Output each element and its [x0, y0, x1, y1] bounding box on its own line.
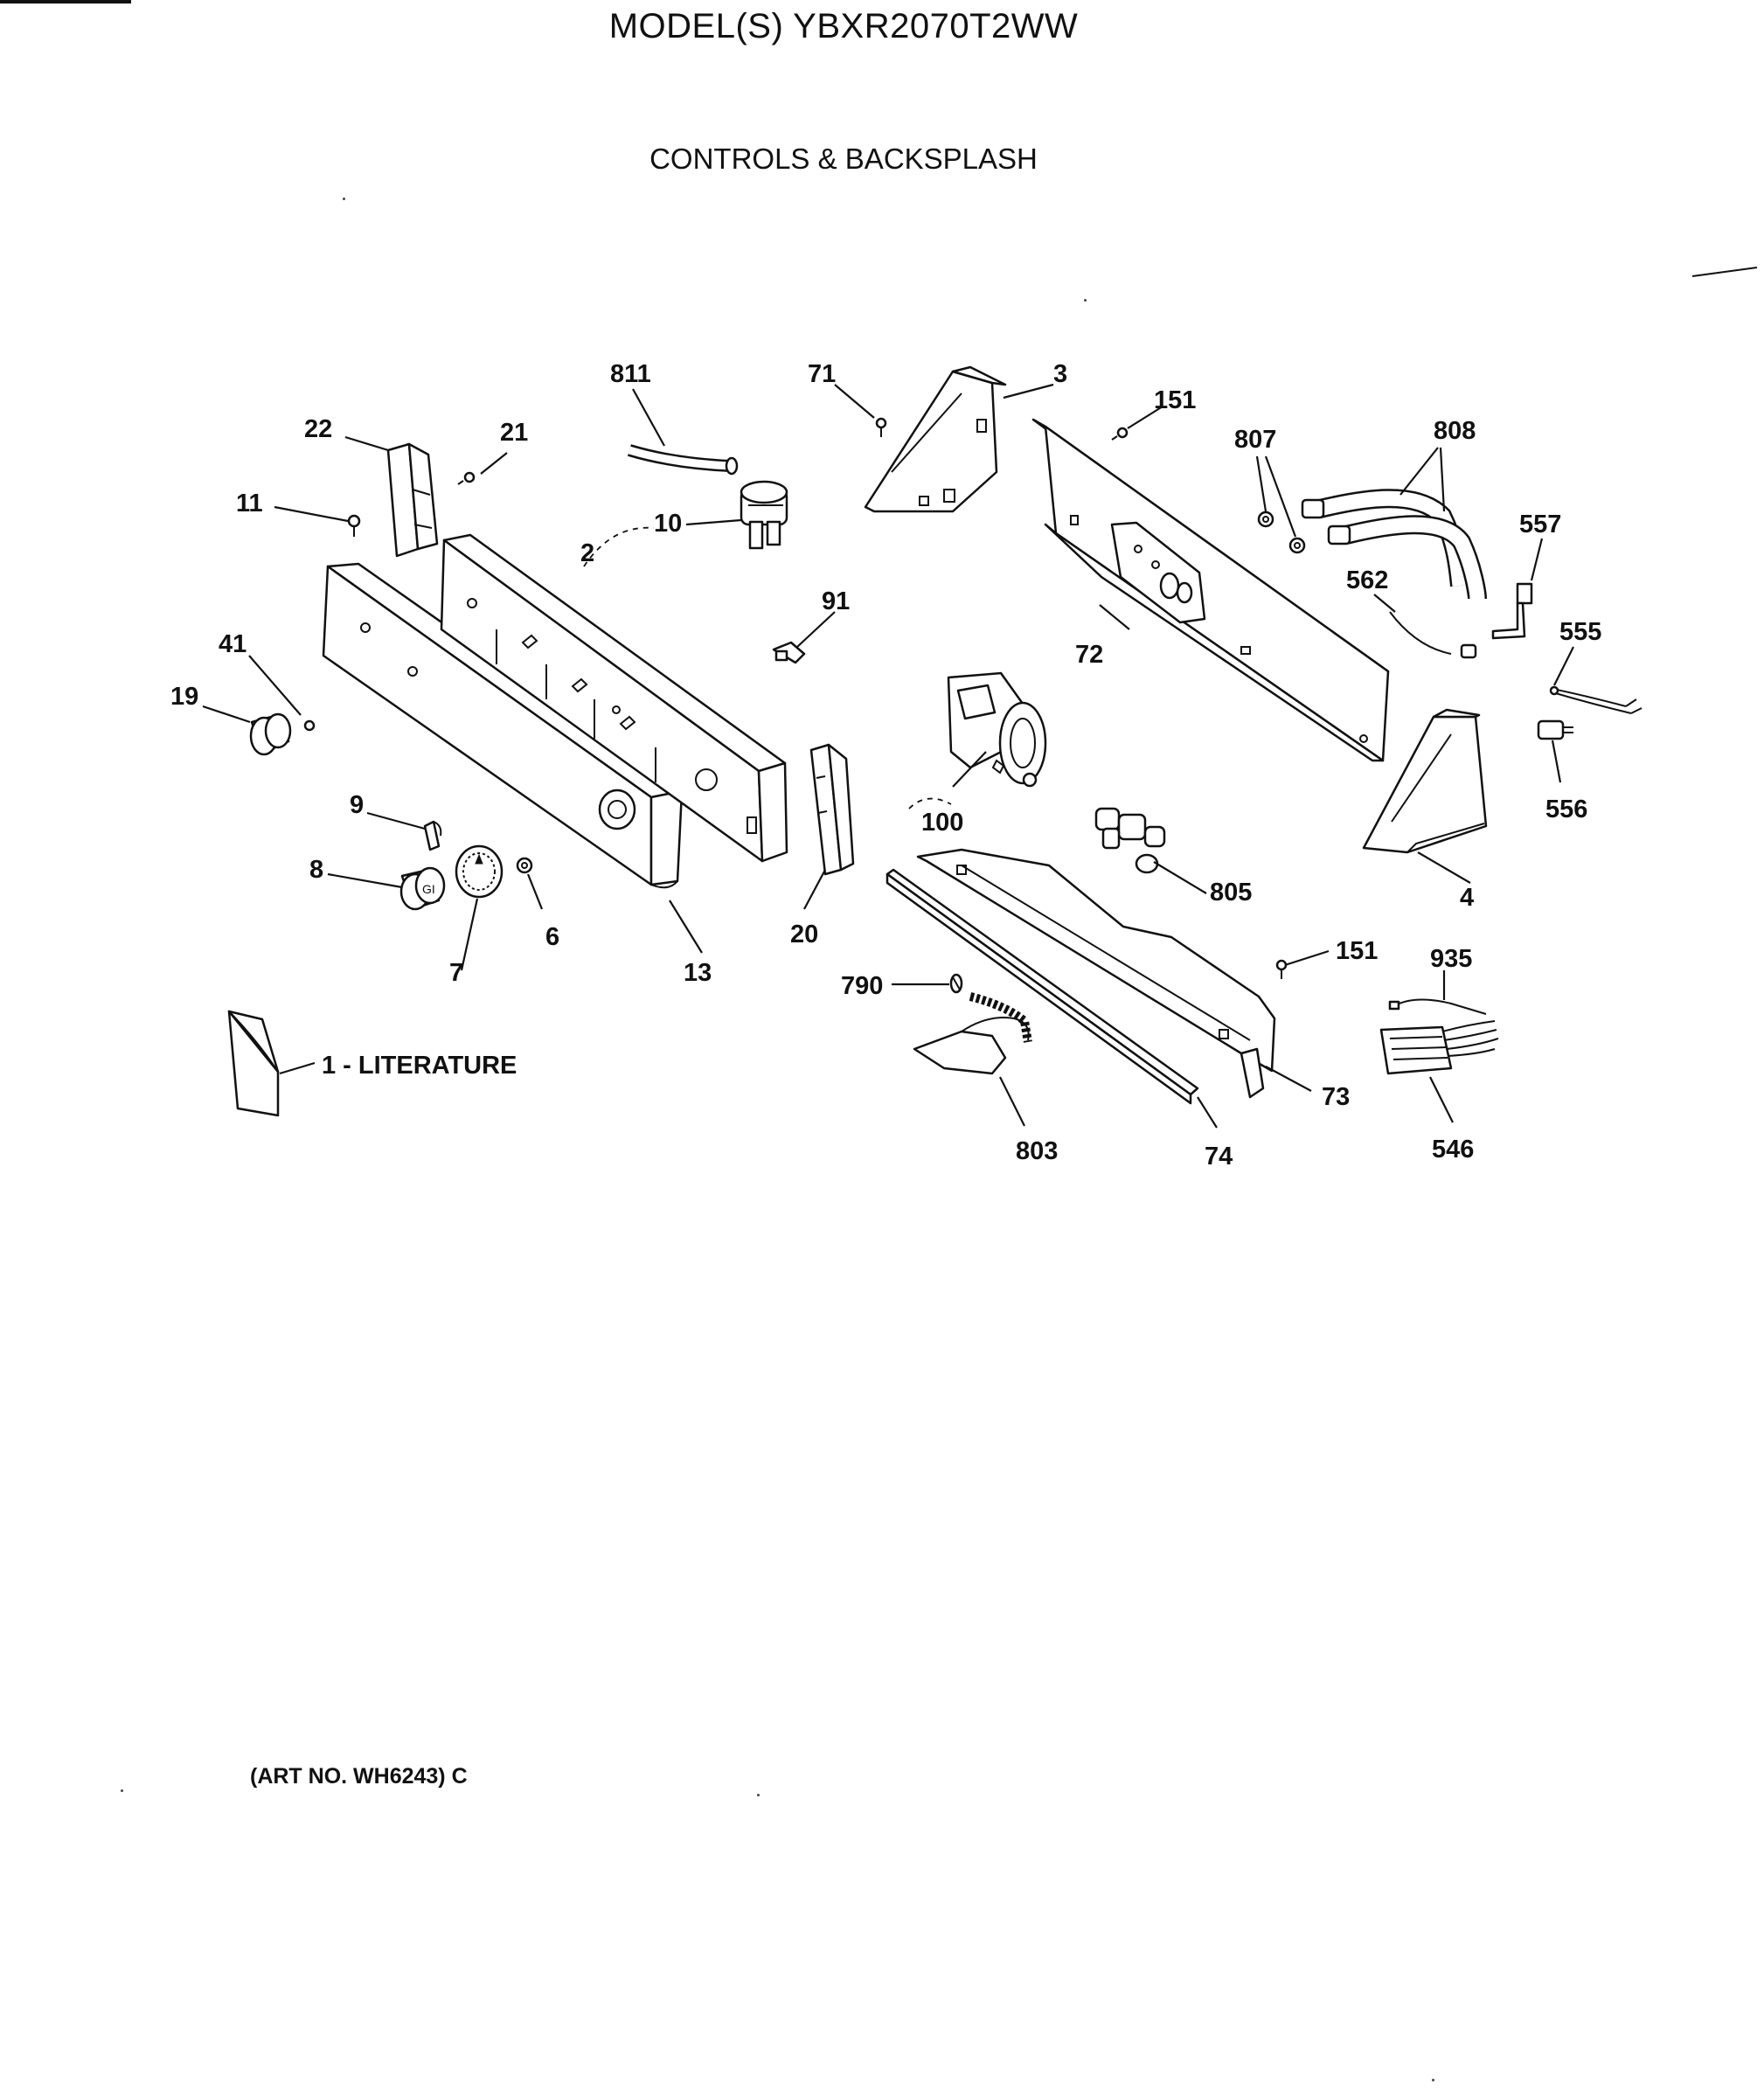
scan-mark: [1691, 267, 1758, 277]
part-546-terminal-block: [1379, 1020, 1499, 1075]
callout-807: 807: [1234, 426, 1276, 454]
part-555-wire-harness: [1549, 685, 1642, 714]
callout-9: 9: [350, 791, 364, 819]
part-100-timer: [947, 671, 1047, 788]
art-number: (ART NO. WH6243) C: [250, 1764, 468, 1789]
scan-speck: [343, 198, 345, 200]
part-71-screw: [875, 417, 887, 437]
part-562-wire: [1389, 611, 1477, 659]
part-9-clip: [423, 820, 442, 851]
part-4-end-bracket: [1362, 708, 1488, 854]
part-41-spring: [303, 719, 316, 732]
callout-4: 4: [1460, 884, 1474, 912]
callout-935: 935: [1430, 945, 1472, 973]
callout-811: 811: [610, 360, 651, 388]
callout-151-top: 151: [1154, 386, 1196, 414]
callout-71: 71: [808, 360, 836, 388]
callout-151-lower: 151: [1336, 937, 1378, 965]
part-73-rear-panel: [916, 848, 1276, 1099]
part-91-switch: [772, 641, 806, 664]
callout-72: 72: [1075, 641, 1103, 669]
callout-21: 21: [500, 419, 528, 447]
header-rule: [0, 0, 131, 3]
part-935-wire: [1388, 998, 1487, 1015]
part-790-clamp: [949, 973, 963, 994]
part-21-screw: [457, 471, 476, 485]
callout-73: 73: [1322, 1083, 1350, 1111]
part-20-end-cap: [809, 743, 855, 876]
callout-8: 8: [309, 856, 323, 884]
part-6-nut: [516, 857, 533, 874]
svg-text:GI: GI: [422, 882, 435, 896]
callout-19: 19: [170, 683, 198, 711]
callout-2: 2: [580, 539, 594, 567]
callout-803: 803: [1016, 1137, 1058, 1165]
callout-20: 20: [790, 920, 818, 948]
part-3-end-bracket: [864, 365, 1007, 513]
callout-1-literature: 1 - LITERATURE: [322, 1052, 517, 1080]
callout-41: 41: [219, 630, 247, 658]
part-811-hose: [627, 444, 739, 476]
callout-74: 74: [1205, 1143, 1233, 1171]
part-1-literature: [227, 1010, 280, 1117]
part-808-hoses: [1301, 489, 1487, 600]
callout-562: 562: [1346, 566, 1388, 594]
scan-speck: [757, 1794, 760, 1796]
callout-10: 10: [654, 510, 682, 538]
part-72-backsplash-panel: [1031, 418, 1390, 762]
part-10-pressure-switch: [740, 480, 788, 550]
callout-808: 808: [1434, 417, 1476, 445]
scan-speck: [1432, 2079, 1434, 2081]
part-22-end-cap: [386, 442, 439, 558]
callout-13: 13: [684, 959, 712, 987]
part-556-terminal: [1537, 719, 1573, 740]
part-151-screw-lower: [1275, 959, 1288, 979]
callout-3: 3: [1053, 360, 1067, 388]
callout-7: 7: [449, 959, 463, 987]
scan-speck: [121, 1789, 123, 1792]
callout-100: 100: [921, 809, 963, 837]
callout-805: 805: [1210, 879, 1252, 907]
section-title: CONTROLS & BACKSPLASH: [649, 142, 1038, 175]
part-803-inlet: [913, 992, 1032, 1075]
callout-555: 555: [1559, 618, 1601, 646]
callout-556: 556: [1545, 795, 1587, 823]
part-557-connector: [1491, 582, 1533, 640]
part-19-knob: [249, 712, 292, 756]
part-807-washer: [1257, 511, 1306, 554]
part-8-knob: GI: [399, 866, 446, 911]
part-805-water-valve: [1094, 807, 1166, 874]
callout-6: 6: [545, 923, 559, 951]
callout-labels: 811 71 3 151 807 808 22 21 11 10 2 91 55…: [170, 360, 1601, 1171]
part-7-dial: [455, 844, 504, 899]
callout-11: 11: [236, 490, 263, 518]
part-11-screw: [347, 514, 361, 537]
part-74-trim-rail: [885, 868, 1199, 1105]
part-2-control-panel: [440, 533, 788, 863]
callout-546: 546: [1432, 1136, 1474, 1164]
part-151-screw-top: [1111, 427, 1129, 441]
callout-790: 790: [841, 972, 883, 1000]
model-title: MODEL(S) YBXR2070T2WW: [608, 7, 1079, 45]
leader-lines: [202, 383, 1574, 1129]
callout-22: 22: [304, 415, 332, 443]
callout-91: 91: [822, 587, 850, 615]
scan-speck: [1084, 299, 1087, 302]
callout-557: 557: [1519, 511, 1561, 538]
